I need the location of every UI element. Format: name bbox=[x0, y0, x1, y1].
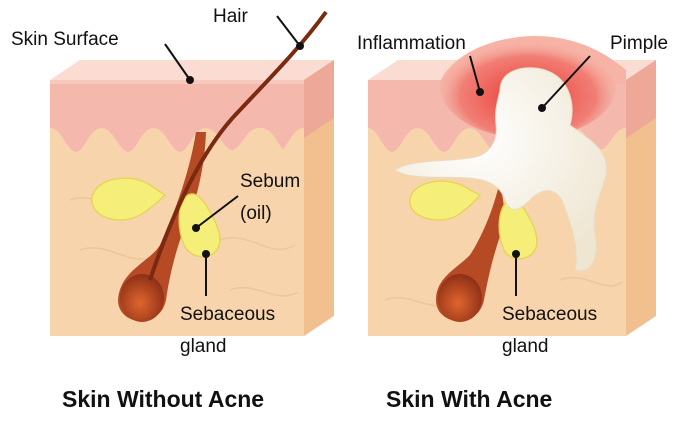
label-hair: Hair bbox=[213, 6, 248, 28]
label-inflammation: Inflammation bbox=[357, 33, 466, 55]
label-skin-surface: Skin Surface bbox=[11, 29, 119, 51]
label-sebaceous-gland-left: Sebaceous bbox=[180, 304, 275, 326]
dot-gland-left bbox=[202, 250, 210, 258]
dot-inflammation bbox=[476, 88, 484, 96]
dot-pimple bbox=[538, 104, 546, 112]
caption-skin-with-acne: Skin With Acne bbox=[386, 386, 552, 413]
leader-hair bbox=[277, 16, 300, 46]
dot-sebum bbox=[192, 224, 200, 232]
label-sebum: Sebum bbox=[240, 171, 300, 193]
dot-skin-surface bbox=[186, 76, 194, 84]
label-pimple: Pimple bbox=[610, 33, 668, 55]
dot-gland-right bbox=[512, 250, 520, 258]
skin-block-with-acne bbox=[368, 34, 656, 336]
caption-skin-without-acne: Skin Without Acne bbox=[62, 386, 264, 413]
label-gland-right: gland bbox=[502, 336, 549, 358]
hair-bulb bbox=[120, 274, 164, 322]
label-gland-left: gland bbox=[180, 336, 227, 358]
hair-bulb bbox=[438, 274, 482, 322]
label-oil: (oil) bbox=[240, 203, 272, 225]
dot-hair bbox=[296, 42, 304, 50]
label-sebaceous-gland-right: Sebaceous bbox=[502, 304, 597, 326]
